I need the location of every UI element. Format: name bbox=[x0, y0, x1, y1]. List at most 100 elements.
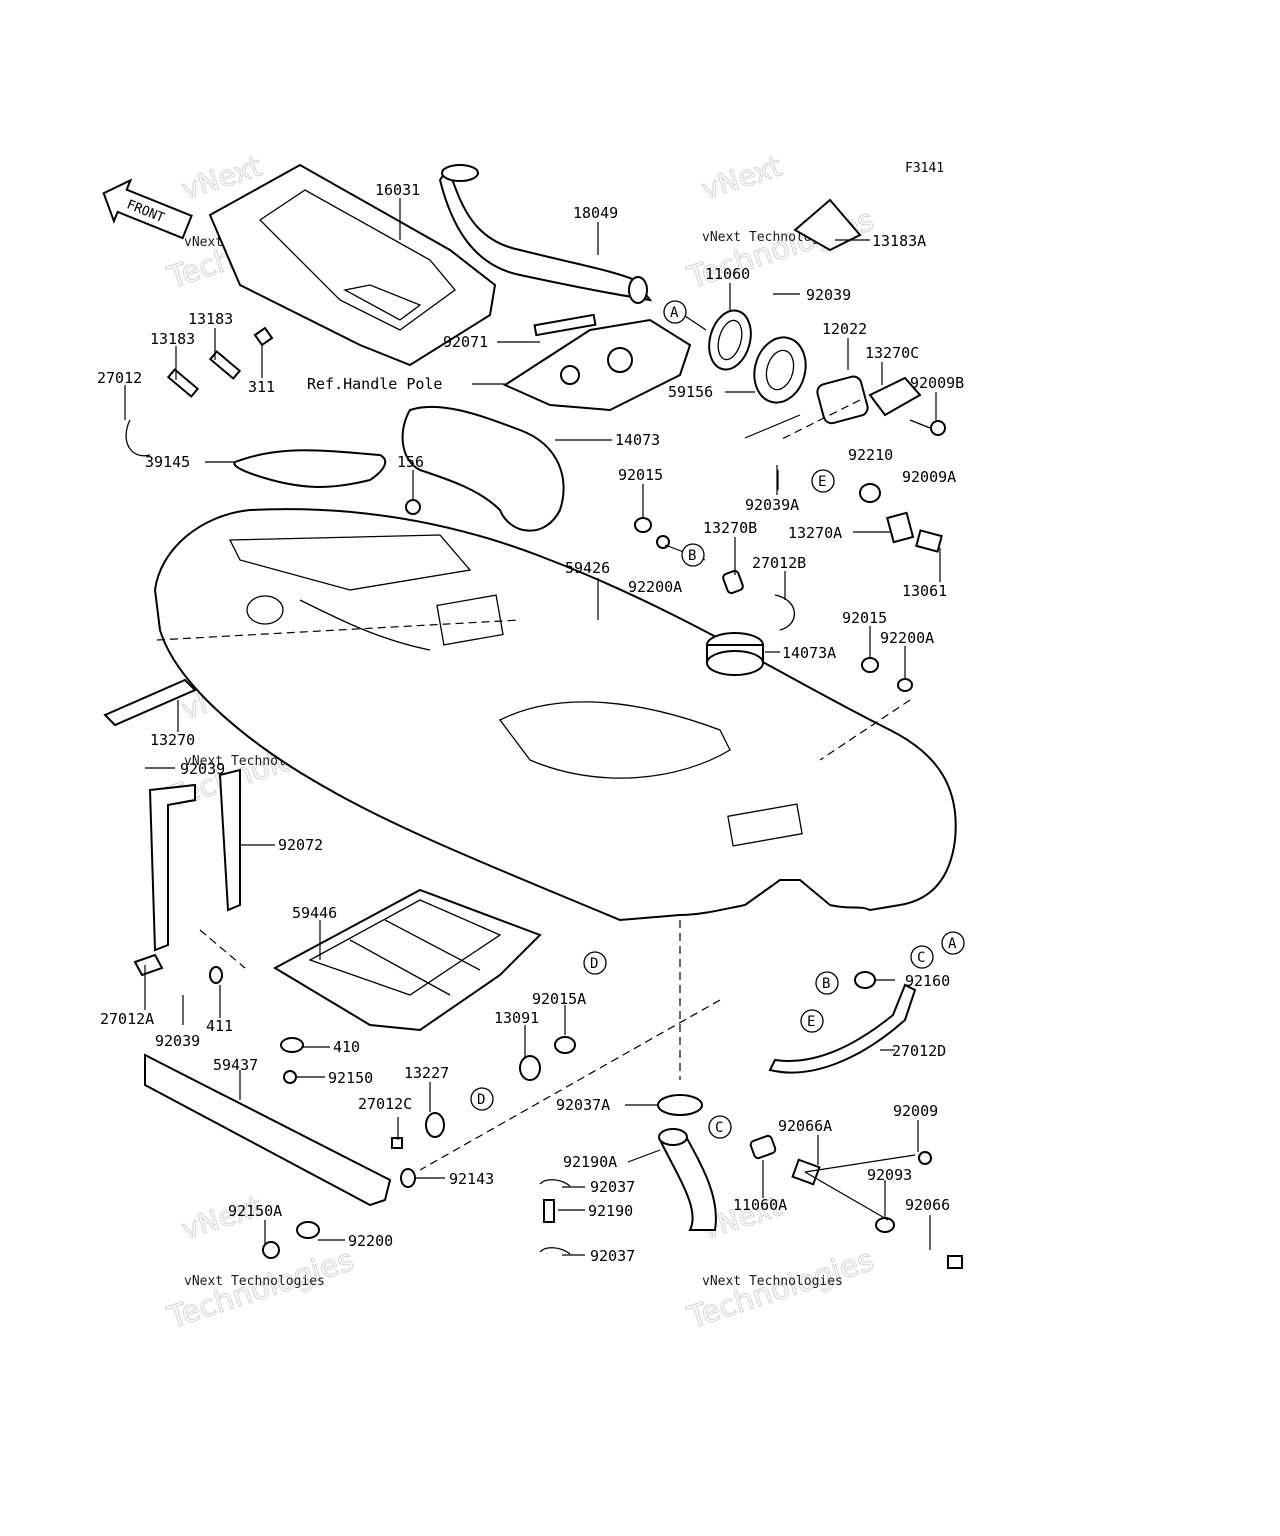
part-label: 92200A bbox=[880, 629, 934, 647]
callout-b-right: B bbox=[815, 971, 839, 995]
svg-text:E: E bbox=[807, 1014, 815, 1030]
part-label: 411 bbox=[206, 1017, 233, 1035]
cover-part bbox=[816, 375, 869, 425]
callout-c-right: C bbox=[910, 945, 934, 969]
block-part bbox=[868, 376, 922, 417]
part-label: 27012B bbox=[752, 554, 806, 572]
clip-part bbox=[539, 1179, 571, 1255]
nipple-part bbox=[400, 1168, 416, 1188]
washer-part bbox=[875, 1217, 895, 1233]
part-label: 92009A bbox=[902, 468, 956, 486]
svg-text:D: D bbox=[590, 956, 598, 972]
boot-part bbox=[401, 405, 565, 532]
part-label: 92039A bbox=[745, 496, 799, 514]
part-label: 92066 bbox=[905, 1196, 950, 1214]
washer-part bbox=[854, 971, 876, 989]
part-label: 92037 bbox=[590, 1178, 635, 1196]
nut-part bbox=[554, 1036, 576, 1054]
svg-text:A: A bbox=[948, 936, 957, 952]
svg-text:C: C bbox=[917, 950, 925, 966]
part-label: 311 bbox=[248, 378, 275, 396]
part-label: 59446 bbox=[292, 904, 337, 922]
callout-a-top: A bbox=[663, 300, 687, 324]
part-label: 39145 bbox=[145, 453, 190, 471]
part-label: 92039 bbox=[155, 1032, 200, 1050]
seal-ring-part bbox=[233, 449, 387, 488]
callout-d-bottom: D bbox=[470, 1087, 494, 1111]
part-label: 410 bbox=[333, 1038, 360, 1056]
gasket-part bbox=[708, 309, 752, 371]
svg-text:C: C bbox=[715, 1120, 723, 1136]
plate-part bbox=[793, 198, 862, 252]
gasket-part bbox=[749, 1134, 777, 1160]
part-label: 92009B bbox=[910, 374, 964, 392]
part-label: 11060A bbox=[733, 1196, 787, 1214]
svg-text:vNext: vNext bbox=[698, 150, 786, 207]
part-label: 18049 bbox=[573, 204, 618, 222]
part-label: 92200A bbox=[628, 578, 682, 596]
bolt-part bbox=[909, 419, 946, 436]
part-label: 156 bbox=[397, 453, 424, 471]
hatch-cap-part bbox=[706, 632, 764, 676]
bolt-part bbox=[918, 1151, 932, 1165]
part-label: 13270C bbox=[865, 344, 919, 362]
clip-part bbox=[391, 1137, 403, 1149]
part-label: 13183 bbox=[188, 310, 233, 328]
part-label: 13091 bbox=[494, 1009, 539, 1027]
pump-cover-part bbox=[272, 888, 542, 1032]
part-label: 92093 bbox=[867, 1166, 912, 1184]
part-label: 13270B bbox=[703, 519, 757, 537]
part-label: 13270 bbox=[150, 731, 195, 749]
part-label: 27012D bbox=[892, 1042, 946, 1060]
callout-d-mid: D bbox=[583, 951, 607, 975]
part-label: 13227 bbox=[404, 1064, 449, 1082]
part-label: 92066A bbox=[778, 1117, 832, 1135]
svg-text:Technologies: Technologies bbox=[683, 1243, 878, 1336]
part-label: 92150A bbox=[228, 1202, 282, 1220]
cap-part bbox=[425, 1112, 445, 1138]
mount-plate-part bbox=[103, 678, 197, 727]
washer-part bbox=[209, 966, 223, 984]
svg-text:E: E bbox=[818, 474, 826, 490]
part-label: 92015A bbox=[532, 990, 586, 1008]
air-duct-part bbox=[438, 164, 653, 304]
watermark-text: vNext Technologies bbox=[184, 1274, 325, 1289]
part-label: 92200 bbox=[348, 1232, 393, 1250]
hose-band-part bbox=[657, 1094, 703, 1116]
part-label: 92150 bbox=[328, 1069, 373, 1087]
part-labels: 16031 18049 13183A 11060 92039 12022 132… bbox=[97, 181, 964, 1265]
hull-deck-part bbox=[153, 508, 957, 922]
part-label: 27012 bbox=[97, 369, 142, 387]
washer-part bbox=[280, 1037, 304, 1053]
part-label: Ref.Handle Pole bbox=[307, 375, 442, 393]
flange-part bbox=[753, 336, 807, 404]
part-label: 59426 bbox=[565, 559, 610, 577]
part-label: 92160 bbox=[905, 972, 950, 990]
callout-e-right: E bbox=[800, 1009, 824, 1033]
svg-text:D: D bbox=[477, 1092, 485, 1108]
part-label: 13183 bbox=[150, 330, 195, 348]
figure-code: F3141 bbox=[905, 161, 944, 176]
bolt-part bbox=[262, 1070, 320, 1259]
part-label: 11060 bbox=[705, 265, 750, 283]
part-label: 92009 bbox=[893, 1102, 938, 1120]
callout-b-top: B bbox=[681, 543, 705, 567]
handle-pole-base-part bbox=[502, 313, 692, 412]
part-label: 13270A bbox=[788, 524, 842, 542]
part-label: 92039 bbox=[180, 760, 225, 778]
hose-part bbox=[658, 1128, 717, 1231]
part-label: 13183A bbox=[872, 232, 926, 250]
part-label: 27012A bbox=[100, 1010, 154, 1028]
nut-part bbox=[405, 483, 943, 692]
svg-text:Technologies: Technologies bbox=[163, 1243, 358, 1336]
svg-text:A: A bbox=[670, 305, 679, 321]
part-label: 92190 bbox=[588, 1202, 633, 1220]
svg-text:B: B bbox=[822, 976, 830, 992]
callout-e-top: E bbox=[811, 469, 835, 493]
part-label: 92015 bbox=[842, 609, 887, 627]
callout-markers: A E B A C D B E bbox=[470, 300, 965, 1139]
part-label: 92143 bbox=[449, 1170, 494, 1188]
grommet-part bbox=[519, 1055, 541, 1081]
part-label: 12022 bbox=[822, 320, 867, 338]
